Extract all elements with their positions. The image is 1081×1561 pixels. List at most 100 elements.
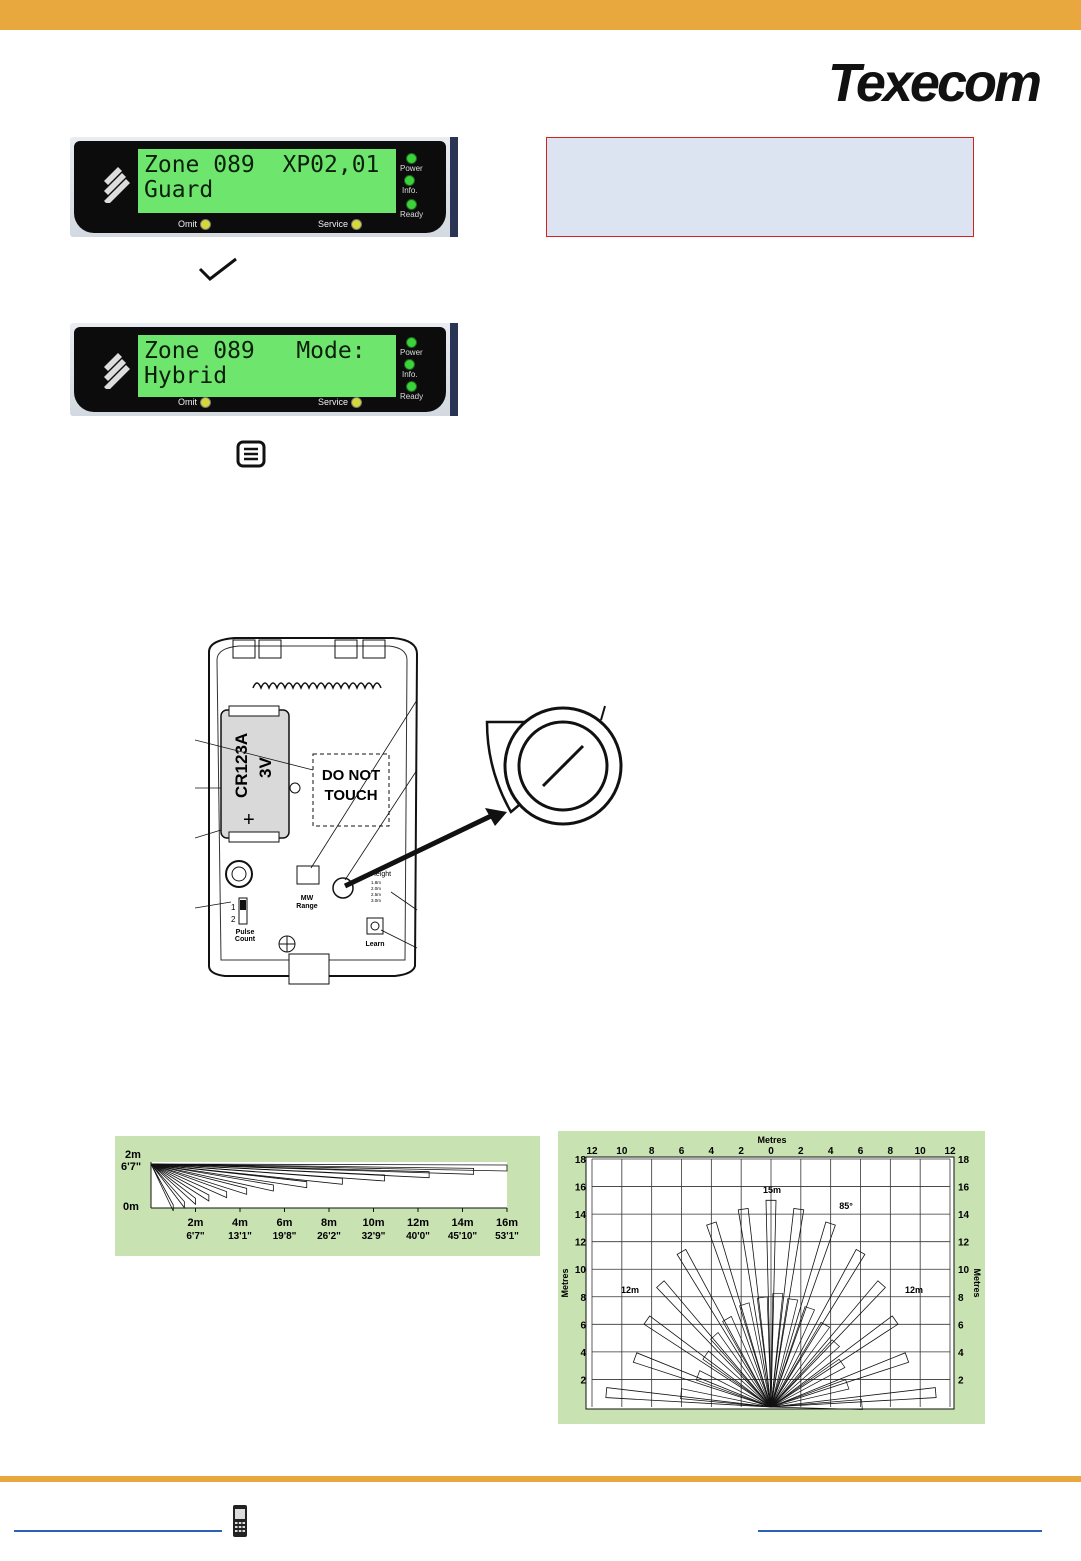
battery-plus-label: + bbox=[243, 809, 255, 831]
ready-led: Ready bbox=[400, 381, 423, 401]
detection-beam bbox=[770, 1315, 899, 1408]
keypad-logo-icon bbox=[104, 167, 130, 203]
annotation-12m-left: 12m bbox=[621, 1285, 639, 1295]
pulse-count-label-2: Count bbox=[235, 936, 256, 943]
x-tick-label: 6m bbox=[277, 1217, 293, 1229]
detection-beam-short bbox=[722, 1315, 772, 1408]
footer-link-left[interactable] bbox=[14, 1530, 222, 1532]
mw-range-label-2: Range bbox=[296, 903, 318, 910]
y-tick-label-right: 16 bbox=[958, 1183, 970, 1194]
x-tick-label: 8m bbox=[321, 1217, 337, 1229]
note-box bbox=[546, 137, 974, 237]
x-tick-label-ft: 6'7" bbox=[186, 1231, 205, 1242]
x-tick-label: 4 bbox=[709, 1146, 715, 1157]
y-axis-title: Metres bbox=[560, 1268, 570, 1297]
footer-link-right[interactable] bbox=[758, 1530, 1042, 1532]
y-tick-label: 0m bbox=[123, 1201, 139, 1213]
detection-beam bbox=[656, 1280, 772, 1408]
detection-beam bbox=[770, 1280, 886, 1408]
annotation-angle: 85° bbox=[839, 1201, 853, 1211]
x-tick-label: 12 bbox=[586, 1146, 598, 1157]
check-icon bbox=[198, 257, 237, 281]
x-tick-label: 10 bbox=[915, 1146, 927, 1157]
height-label: Height bbox=[371, 871, 391, 878]
detection-zone bbox=[150, 1163, 210, 1202]
y-tick-label: 2 bbox=[580, 1375, 586, 1386]
x-tick-label-ft: 26'2" bbox=[317, 1231, 341, 1242]
detection-beam bbox=[765, 1199, 777, 1408]
y-tick-label: 18 bbox=[575, 1155, 587, 1166]
detection-beam-short bbox=[770, 1379, 850, 1408]
y-tick-label-right: 10 bbox=[958, 1265, 970, 1276]
battery-voltage-label: 3V bbox=[256, 757, 275, 778]
x-tick-label: 8 bbox=[649, 1146, 655, 1157]
service-button[interactable]: Service bbox=[318, 397, 363, 409]
x-tick-label: 2 bbox=[738, 1146, 744, 1157]
detection-zone bbox=[150, 1163, 475, 1175]
x-tick-label-ft: 40'0" bbox=[406, 1231, 430, 1242]
detection-zone bbox=[150, 1163, 508, 1172]
detection-zone bbox=[150, 1163, 228, 1199]
detection-zone bbox=[150, 1163, 196, 1206]
keypad-display-hybrid: Zone 089 Mode: Hybrid Power Info. Ready … bbox=[70, 323, 458, 416]
y-tick-label-right: 14 bbox=[958, 1210, 970, 1221]
x-tick-label-ft: 32'9" bbox=[362, 1231, 386, 1242]
x-tick-label: 12 bbox=[944, 1146, 956, 1157]
mobile-phone-icon bbox=[233, 1505, 247, 1537]
detection-zone bbox=[150, 1163, 274, 1192]
keypad-logo-icon bbox=[104, 353, 130, 389]
x-tick-label: 4 bbox=[828, 1146, 834, 1157]
info-led: Info. bbox=[402, 359, 418, 379]
y-tick-label-right: 12 bbox=[958, 1238, 970, 1249]
x-tick-label: 10 bbox=[616, 1146, 628, 1157]
header-accent-bar bbox=[0, 0, 1081, 30]
pulse-option-1: 1 bbox=[231, 903, 236, 912]
y-tick-label: 6'7" bbox=[121, 1161, 141, 1173]
power-led: Power bbox=[400, 337, 423, 357]
x-tick-label: 4m bbox=[232, 1217, 248, 1229]
detection-beam bbox=[676, 1248, 772, 1408]
height-option: 3.0m bbox=[371, 898, 381, 903]
detector-diagram: CR123A 3V + DO NOT TOUCH MW Range Height… bbox=[195, 637, 623, 985]
detection-beam-short bbox=[770, 1306, 816, 1408]
power-led: Power bbox=[400, 153, 423, 173]
x-tick-label: 6 bbox=[679, 1146, 685, 1157]
y-tick-label: 8 bbox=[580, 1293, 586, 1304]
pulse-option-2: 2 bbox=[231, 915, 236, 924]
omit-button[interactable]: Omit bbox=[178, 397, 211, 409]
detection-beam bbox=[605, 1387, 772, 1408]
annotation-15m: 15m bbox=[763, 1185, 781, 1195]
battery-model-label: CR123A bbox=[232, 733, 251, 798]
y-tick-label: 6 bbox=[580, 1320, 586, 1331]
y-tick-label: 2m bbox=[125, 1149, 141, 1161]
detection-beam bbox=[643, 1315, 772, 1408]
detection-beam-short bbox=[680, 1388, 772, 1408]
omit-button[interactable]: Omit bbox=[178, 219, 211, 231]
side-coverage-plot: 2m 6'7" 0m 2m6'7"4m13'1"6m19'8"8m26'2"10… bbox=[121, 1149, 519, 1242]
detection-beam-short bbox=[770, 1298, 799, 1408]
x-tick-label-ft: 45'10" bbox=[448, 1231, 478, 1242]
learn-button[interactable] bbox=[366, 917, 384, 935]
info-led: Info. bbox=[402, 175, 418, 195]
ready-led: Ready bbox=[400, 199, 423, 219]
texecom-logo: Texecom bbox=[827, 53, 1042, 113]
service-button[interactable]: Service bbox=[318, 219, 363, 231]
pulse-count-label: Pulse bbox=[236, 929, 255, 936]
height-option: 2.5m bbox=[371, 892, 381, 897]
detection-beam-short bbox=[710, 1332, 772, 1408]
x-tick-label: 16m bbox=[496, 1217, 518, 1229]
y-tick-label-right: 6 bbox=[958, 1320, 964, 1331]
detection-beam-short bbox=[770, 1358, 846, 1408]
y-tick-label: 14 bbox=[575, 1210, 587, 1221]
y-axis-title-right: Metres bbox=[972, 1268, 982, 1297]
x-tick-label: 12m bbox=[407, 1217, 429, 1229]
detection-beam bbox=[737, 1208, 772, 1408]
y-tick-label: 16 bbox=[575, 1183, 587, 1194]
detection-zone bbox=[150, 1163, 308, 1189]
detection-beam bbox=[706, 1221, 772, 1408]
keypad-display-guard: Zone 089 XP02,01 Guard Power Info. Ready… bbox=[70, 137, 458, 237]
detection-beam bbox=[770, 1208, 805, 1408]
